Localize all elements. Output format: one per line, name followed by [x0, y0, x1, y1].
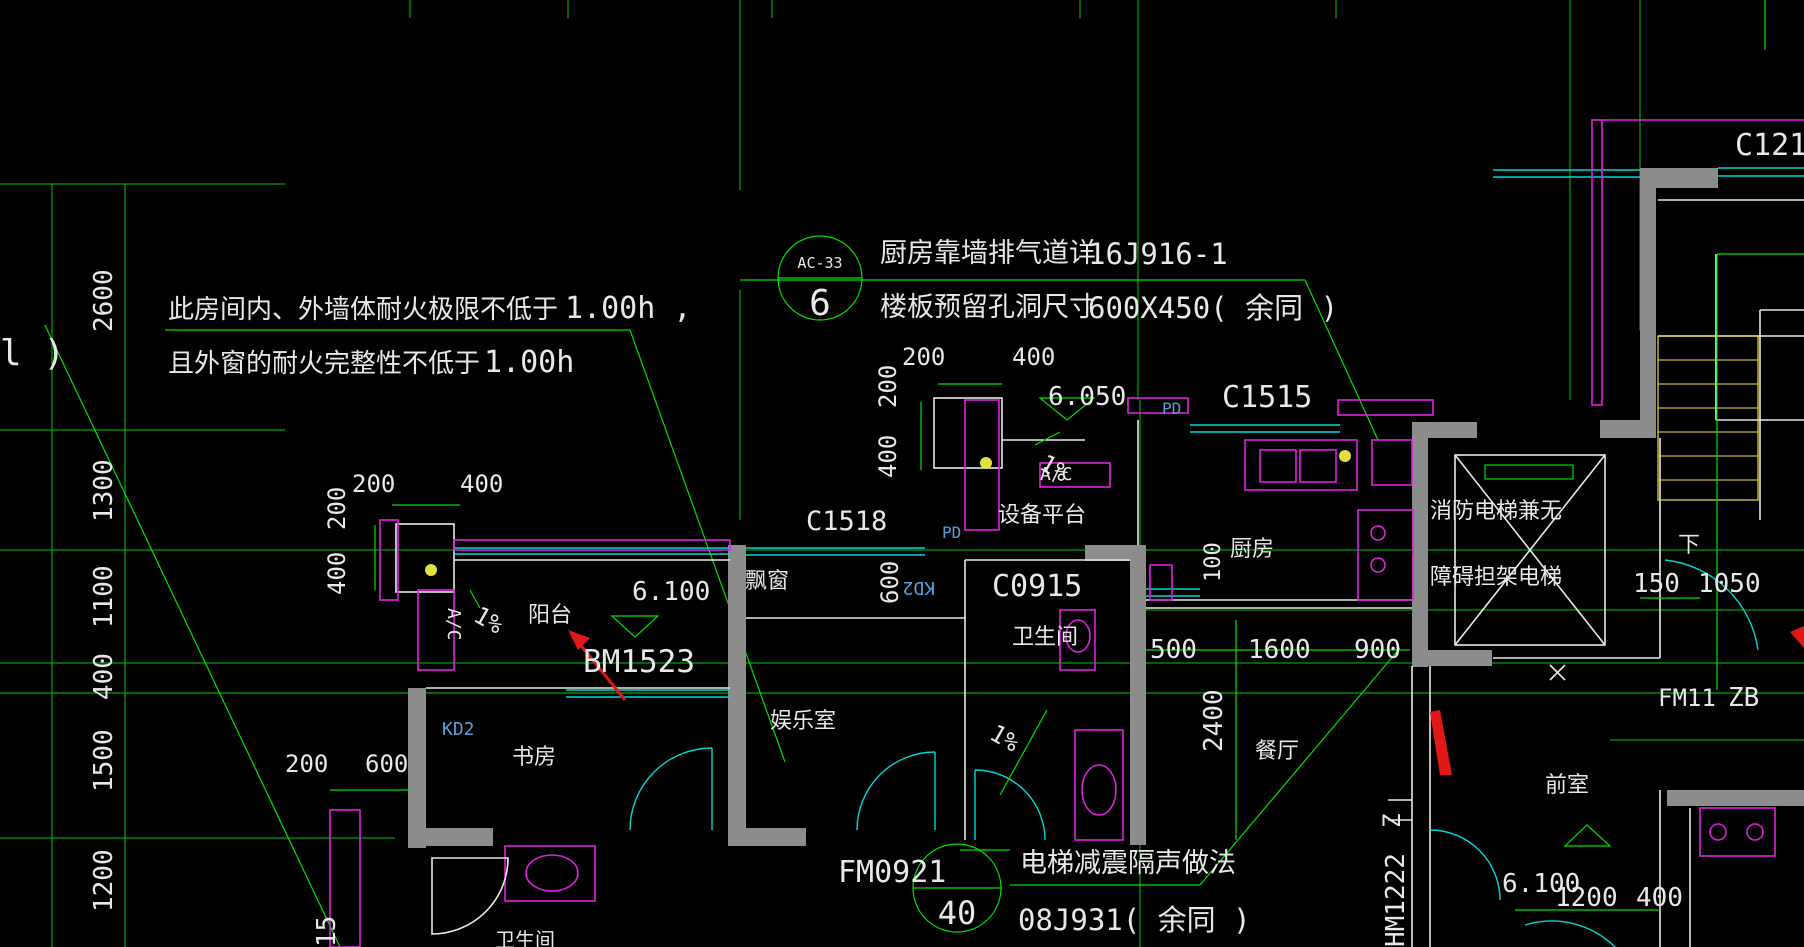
dim-600-a: 600	[365, 750, 408, 778]
callout-circles	[777, 235, 1002, 933]
room-entertainment: 娱乐室	[770, 709, 836, 734]
callout-top-upper: AC-33	[797, 254, 842, 272]
room-bathroom: 卫生间	[1012, 625, 1078, 650]
kitchen-note-code1: 16J916-1	[1088, 237, 1228, 271]
room-dining: 餐厅	[1255, 739, 1299, 764]
room-fire-elevator-2: 障碍担架电梯	[1430, 565, 1562, 590]
dim-1500: 1500	[89, 729, 119, 792]
dim-400-left: 400	[89, 653, 119, 700]
dim-1600: 1600	[1248, 635, 1311, 665]
dim-15: 15	[312, 916, 342, 947]
dim-2600: 2600	[89, 269, 119, 332]
room-equipment-platform: 设备平台	[998, 503, 1086, 528]
dim-1100: 1100	[89, 565, 119, 628]
red-arrow-icon	[568, 630, 590, 650]
dim-1200-left: 1200	[89, 849, 119, 912]
label-pd-1: PD	[1162, 399, 1181, 418]
kitchen-note-line1: 厨房靠墙排气道详	[880, 238, 1096, 269]
dim-600-b: 600	[876, 561, 904, 604]
symbols	[425, 397, 1612, 847]
staircase	[1657, 253, 1804, 690]
label-zb: ZB	[1728, 683, 1759, 713]
leader-lines	[44, 0, 1766, 947]
dim-200-d: 200	[874, 365, 902, 408]
elevator-note-code: 08J931( 余同 )	[1018, 903, 1251, 937]
window-code-c1515: C1515	[1222, 380, 1312, 415]
dim-2400: 2400	[1199, 689, 1229, 752]
kitchen-note-line2: 楼板预留孔洞尺寸	[880, 292, 1096, 323]
dim-200-b: 200	[323, 487, 351, 530]
fire-note-value2: 1.00h	[484, 345, 574, 380]
dim-400-c: 400	[1012, 343, 1055, 371]
window-code-c1215: C1215	[1735, 128, 1804, 163]
elevation-6100-a: 6.100	[632, 577, 710, 607]
red-marker-right-icon	[1790, 626, 1804, 648]
dim-400-b: 400	[323, 552, 351, 595]
dim-200-c: 200	[902, 343, 945, 371]
left-edge-paren: l )	[0, 333, 65, 374]
room-bay-window: 飘窗	[745, 569, 789, 594]
room-study: 书房	[512, 745, 556, 770]
dim-400-a: 400	[460, 470, 503, 498]
elevation-6100-b: 6.100	[1502, 869, 1580, 899]
red-marker-icon	[1430, 710, 1452, 775]
fire-note-line2: 且外窗的耐火完整性不低于	[168, 349, 480, 379]
fire-note-value1: 1.00h ,	[565, 291, 691, 326]
slope-bathroom: 1%	[985, 719, 1025, 758]
walls	[408, 168, 1804, 848]
dim-400-e: 400	[1636, 883, 1683, 913]
dim-500: 500	[1150, 635, 1197, 665]
room-balcony: 阳台	[528, 603, 572, 628]
label-ac-1: A/C	[443, 608, 464, 641]
dim-400-d: 400	[874, 435, 902, 478]
fire-note-line1: 此房间内、外墙体耐火极限不低于	[168, 295, 558, 325]
dim-100: 100	[1201, 542, 1226, 582]
door-code-fm11: FM11	[1658, 684, 1716, 712]
dimension-lines	[330, 383, 1700, 911]
elevator-note-line1: 电梯减震隔声做法	[1020, 848, 1236, 879]
door-code-bm1523: BM1523	[583, 644, 695, 680]
dim-1200-b: 1200	[1555, 883, 1618, 913]
label-pd-2: PD	[942, 523, 961, 542]
room-bathroom-cut: 卫生间	[495, 928, 555, 947]
label-kd2-b: KD2	[902, 577, 935, 598]
dim-1300: 1300	[89, 459, 119, 522]
dim-1050: 1050	[1698, 569, 1761, 599]
label-down: 下	[1678, 533, 1700, 558]
dim-200-a: 200	[352, 470, 395, 498]
windows	[454, 167, 1804, 698]
room-fire-elevator-1: 消防电梯兼无	[1430, 499, 1562, 524]
door-swings	[629, 559, 1759, 947]
dim-200-e: 200	[285, 750, 328, 778]
window-code-c1518: C1518	[806, 506, 887, 537]
door-code-fm0921: FM0921	[838, 855, 946, 890]
label-kd2-a: KD2	[442, 719, 475, 740]
red-arrows	[568, 626, 1804, 775]
callout-bottom-lower: 40	[938, 894, 977, 932]
dim-150: 150	[1633, 569, 1680, 599]
window-code-c0915: C0915	[992, 569, 1082, 604]
room-kitchen: 厨房	[1230, 537, 1274, 562]
dim-900: 900	[1354, 635, 1401, 665]
label-z: Z	[1378, 814, 1406, 828]
slope-balcony: 1%	[469, 601, 509, 640]
kitchen-note-code2: 600X450( 余同 )	[1088, 291, 1338, 325]
label-ac-2: A/C	[1040, 464, 1073, 485]
room-anteroom: 前室	[1545, 773, 1589, 798]
callout-top-lower: 6	[809, 283, 831, 324]
door-code-hm1222: HM1222	[1381, 853, 1411, 947]
fixtures	[329, 119, 1804, 947]
shower-tray	[431, 857, 509, 935]
elevation-6050: 6.050	[1048, 382, 1126, 412]
